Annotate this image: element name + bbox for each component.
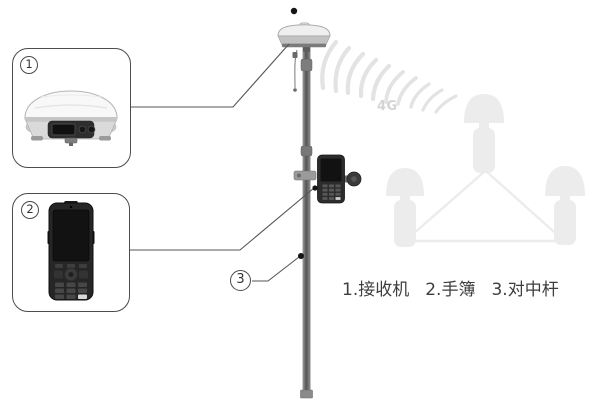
network-4g-label: 4G — [377, 99, 398, 114]
apex-dot — [290, 7, 298, 15]
leader-dot-pole — [298, 253, 304, 259]
leader-line-pole — [252, 256, 300, 282]
legend-item-3: 3.对中杆 — [491, 280, 559, 300]
gnss-receiver-on-pole-icon — [277, 22, 331, 52]
gnss-receiver-illustration — [24, 90, 118, 146]
controller-on-pole-icon — [293, 154, 362, 204]
base-station-top-icon — [464, 94, 504, 173]
callout-box-receiver: 1 — [12, 48, 131, 168]
callout-number-3: 3 — [230, 270, 251, 291]
base-station-left-icon — [386, 168, 424, 247]
network-links — [404, 171, 563, 243]
callout-box-controller: 2 — [12, 193, 130, 312]
signal-waves-icon — [320, 39, 458, 114]
base-station-right-icon — [545, 166, 585, 245]
cors-network-illustration — [386, 94, 585, 247]
leader-line-controller — [127, 187, 315, 251]
legend-item-1: 1.接收机 — [342, 280, 410, 300]
legend-caption: 1.接收机 2.手簿 3.对中杆 — [342, 275, 559, 300]
controller-illustration — [47, 201, 95, 301]
pole-foot — [300, 389, 313, 399]
centering-pole — [292, 46, 313, 399]
callout-number-1: 1 — [20, 56, 38, 74]
leader-dot-controller — [312, 185, 318, 191]
leader-line-receiver — [129, 43, 290, 108]
callout-number-2: 2 — [21, 201, 39, 219]
legend-item-2: 2.手簿 — [425, 280, 476, 300]
